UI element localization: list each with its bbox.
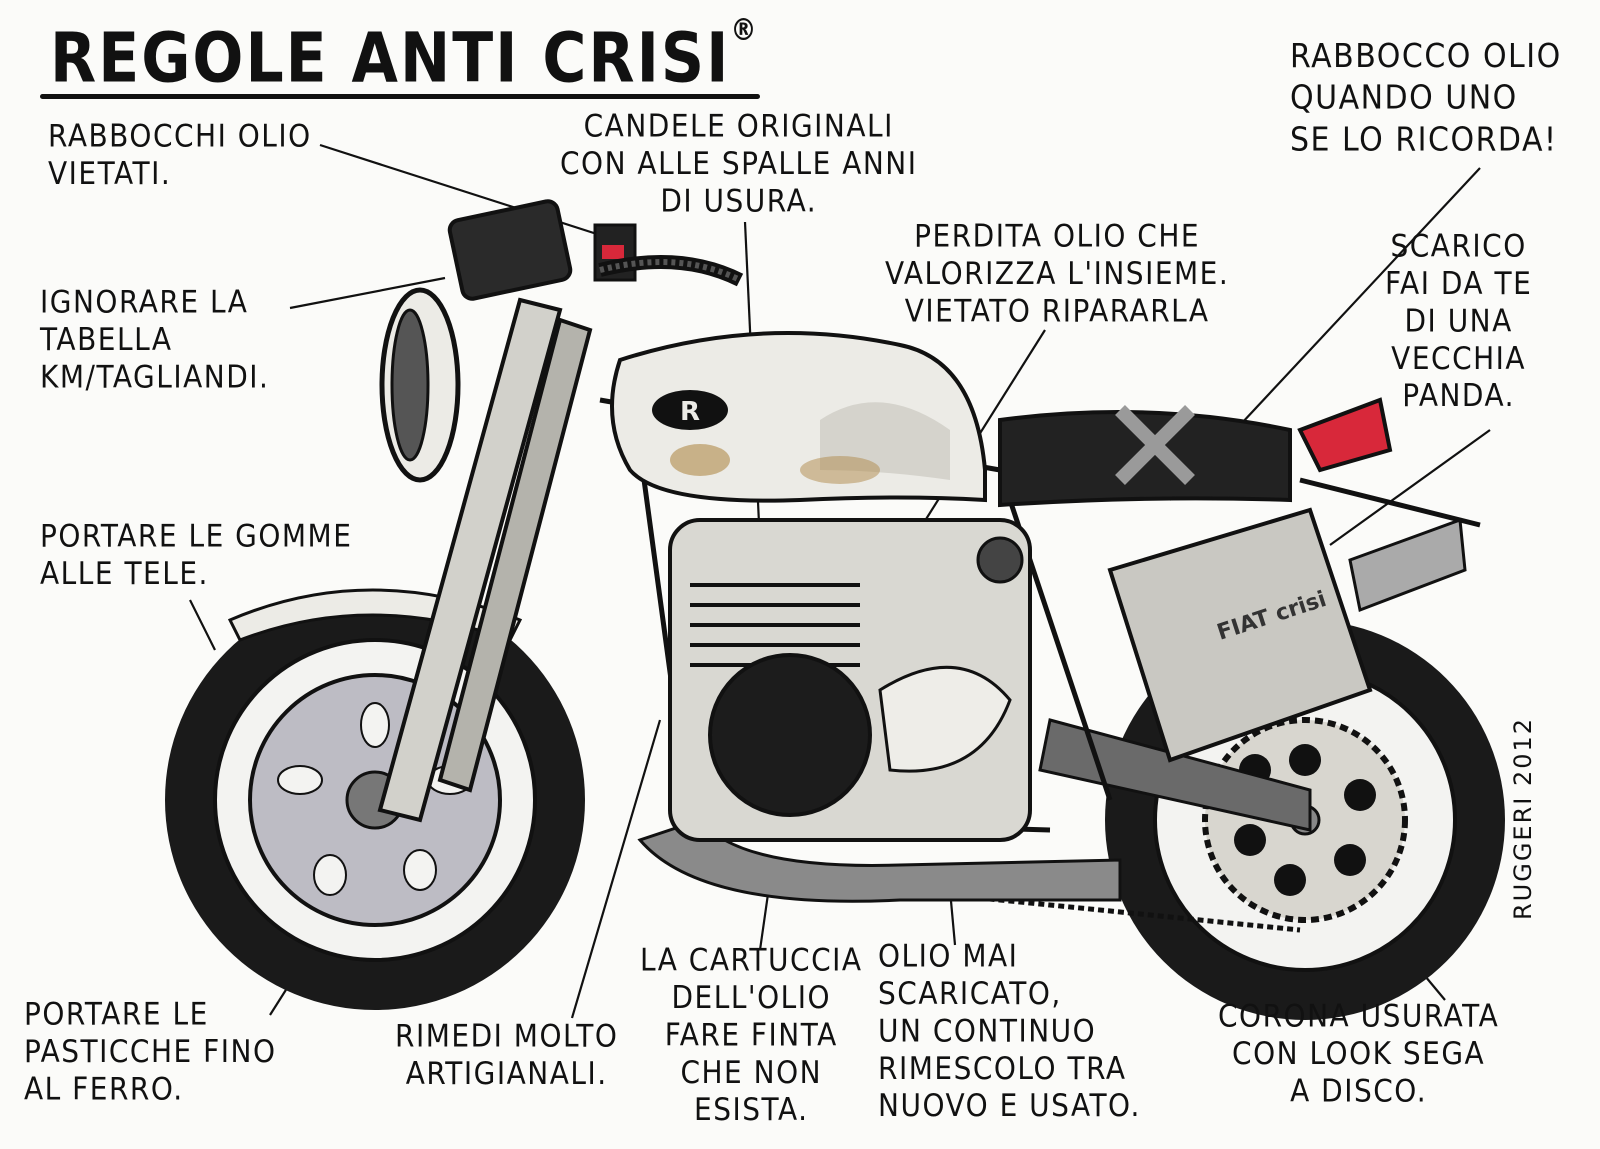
label-corona-usurata: CORONA USURATA CON LOOK SEGA A DISCO. <box>1218 998 1500 1110</box>
artist-signature: RUGGERI 2012 <box>1509 716 1537 920</box>
leader-scarico <box>1329 429 1491 546</box>
tank-badge <box>652 390 728 430</box>
label-olio-mai-scaricato: OLIO MAI SCARICATO, UN CONTINUO RIMESCOL… <box>878 938 1141 1124</box>
label-gomme-tele: PORTARE LE GOMME ALLE TELE. <box>40 518 353 592</box>
engine <box>668 518 1032 842</box>
label-pasticche: PORTARE LE PASTICCHE FINO AL FERRO. <box>24 996 277 1108</box>
page-title: REGOLE ANTI CRISI® <box>50 13 759 99</box>
leader-ignorare <box>289 276 446 310</box>
panda-exhaust-plate: FIAT crisi <box>1107 507 1373 763</box>
label-ignorare-tabella: IGNORARE LA TABELLA KM/TAGLIANDI. <box>40 284 270 396</box>
rear-fender-strut <box>1299 477 1481 528</box>
swingarm <box>1038 718 1312 832</box>
label-rabbocco-olio: RABBOCCO OLIO QUANDO UNO SE LO RICORDA! <box>1290 37 1562 160</box>
headlight <box>379 287 461 483</box>
exhaust-pipe <box>637 818 1122 903</box>
label-rimedi-artigianali: RIMEDI MOLTO ARTIGIANALI. <box>395 1018 619 1092</box>
muffler-tip <box>1348 517 1467 613</box>
tail-light <box>1297 397 1393 473</box>
label-perdita-olio: PERDITA OLIO CHE VALORIZZA L'INSIEME. VI… <box>885 218 1230 330</box>
label-scarico: SCARICO FAI DA TE DI UNA VECCHIA PANDA. <box>1385 228 1533 414</box>
front-wheel <box>165 588 585 1010</box>
label-candele-originali: CANDELE ORIGINALI CON ALLE SPALLE ANNI D… <box>560 108 918 220</box>
dashboard <box>447 199 573 301</box>
engine-cover <box>708 653 872 817</box>
leader-gomme <box>189 599 216 651</box>
handlebar <box>447 199 744 301</box>
title-underline <box>40 94 760 99</box>
label-cartuccia-olio: LA CARTUCCIA DELL'OLIO FARE FINTA CHE NO… <box>640 942 863 1128</box>
leader-rimedi <box>570 719 662 1019</box>
label-rabbocchi-vietati: RABBOCCHI OLIO VIETATI. <box>48 118 312 192</box>
front-forks <box>377 297 593 823</box>
tank-logo-text: R <box>680 397 700 427</box>
fuel-tank: R <box>610 331 987 503</box>
seat-tape <box>1115 405 1195 485</box>
registered-mark: ® <box>730 13 759 48</box>
